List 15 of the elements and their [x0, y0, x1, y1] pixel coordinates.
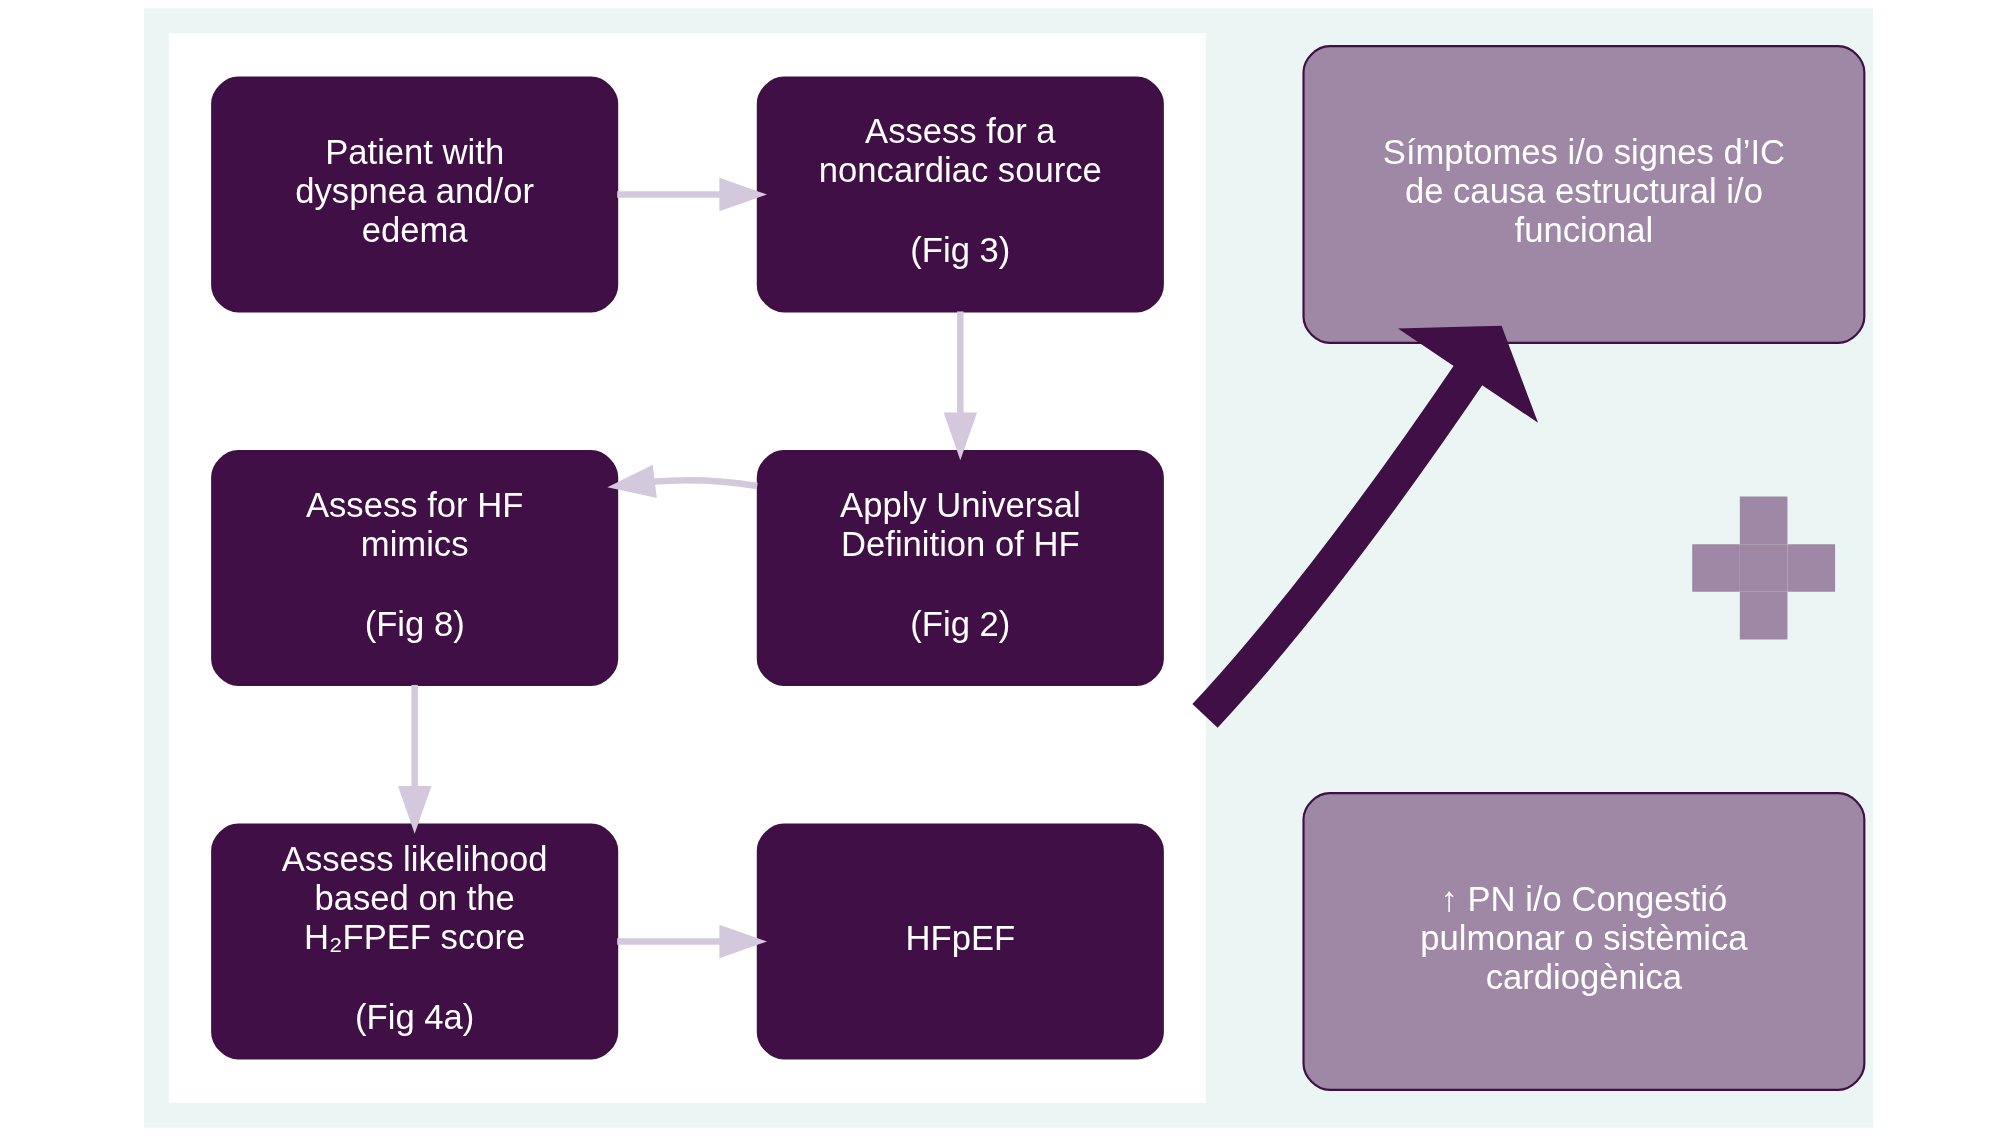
node-box: Assess likelihood based on the H₂FPEF score (Fig 4a): [210, 823, 618, 1060]
arrow: [606, 464, 758, 498]
arrow: [397, 684, 431, 834]
arrow: [616, 177, 767, 212]
arrow: [1191, 325, 1538, 728]
node-box: Símptomes i/o signes d’IC de causa estructural i/o funcional: [1301, 45, 1865, 344]
node-box: Assess for HF mimics (Fig 8): [210, 450, 618, 686]
node-box: Patient with dyspnea and/or edema: [210, 76, 618, 313]
node-box: ↑ PN i/o Congestió pulmonar o sistèmica cardiogènica: [1301, 792, 1865, 1091]
arrow: [943, 311, 977, 461]
node-box: Apply Universal Definition of HF (Fig 2): [756, 450, 1164, 686]
node-box: HFpEF: [756, 823, 1164, 1060]
cluster: [168, 33, 1206, 1103]
arrow: [616, 924, 767, 959]
node-box: Assess for a noncardiac source (Fig 3): [756, 76, 1164, 313]
